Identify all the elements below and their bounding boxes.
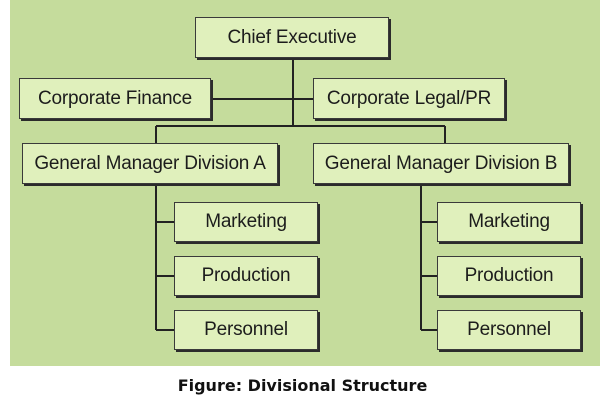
corporate-legal-box: Corporate Legal/PR <box>313 78 505 119</box>
corporate-finance-box: Corporate Finance <box>19 78 211 119</box>
division-b-production-box: Production <box>437 256 581 296</box>
division-a-production-box: Production <box>174 256 318 296</box>
division-b-box: General Manager Division B <box>313 143 569 184</box>
chief-executive-box: Chief Executive <box>195 17 389 58</box>
division-b-personnel-box: Personnel <box>437 310 581 350</box>
figure-caption: Figure: Divisional Structure <box>177 376 428 395</box>
division-a-personnel-box: Personnel <box>174 310 318 350</box>
division-b-marketing-box: Marketing <box>437 202 581 242</box>
division-a-marketing-box: Marketing <box>174 202 318 242</box>
division-a-box: General Manager Division A <box>22 143 278 184</box>
org-chart-diagram: Chief Executive Corporate Finance Corpor… <box>10 0 600 366</box>
connector-lines <box>155 58 446 331</box>
